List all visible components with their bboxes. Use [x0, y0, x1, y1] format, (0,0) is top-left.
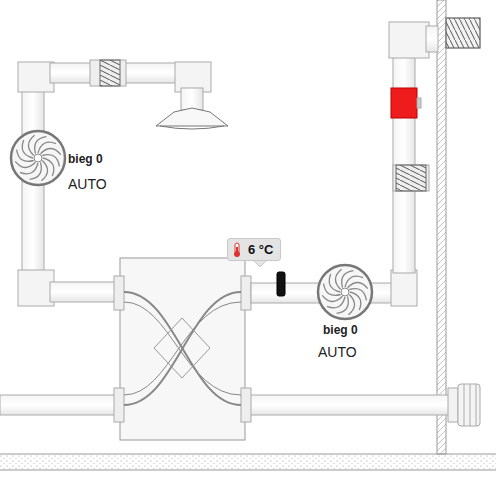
fan-mode-label: AUTO — [68, 176, 107, 192]
ground — [0, 454, 496, 470]
temperature-badge: 6 °C — [227, 238, 281, 261]
thermometer-icon — [232, 242, 242, 258]
fan-speed-label: bieg 0 — [323, 323, 358, 337]
temperature-value: 6 °C — [248, 242, 273, 257]
fan-speed-label: bieg 0 — [68, 152, 103, 166]
fan-symbol — [11, 131, 372, 319]
badge-pointer — [254, 261, 266, 268]
fan-mode-label: AUTO — [318, 344, 357, 360]
